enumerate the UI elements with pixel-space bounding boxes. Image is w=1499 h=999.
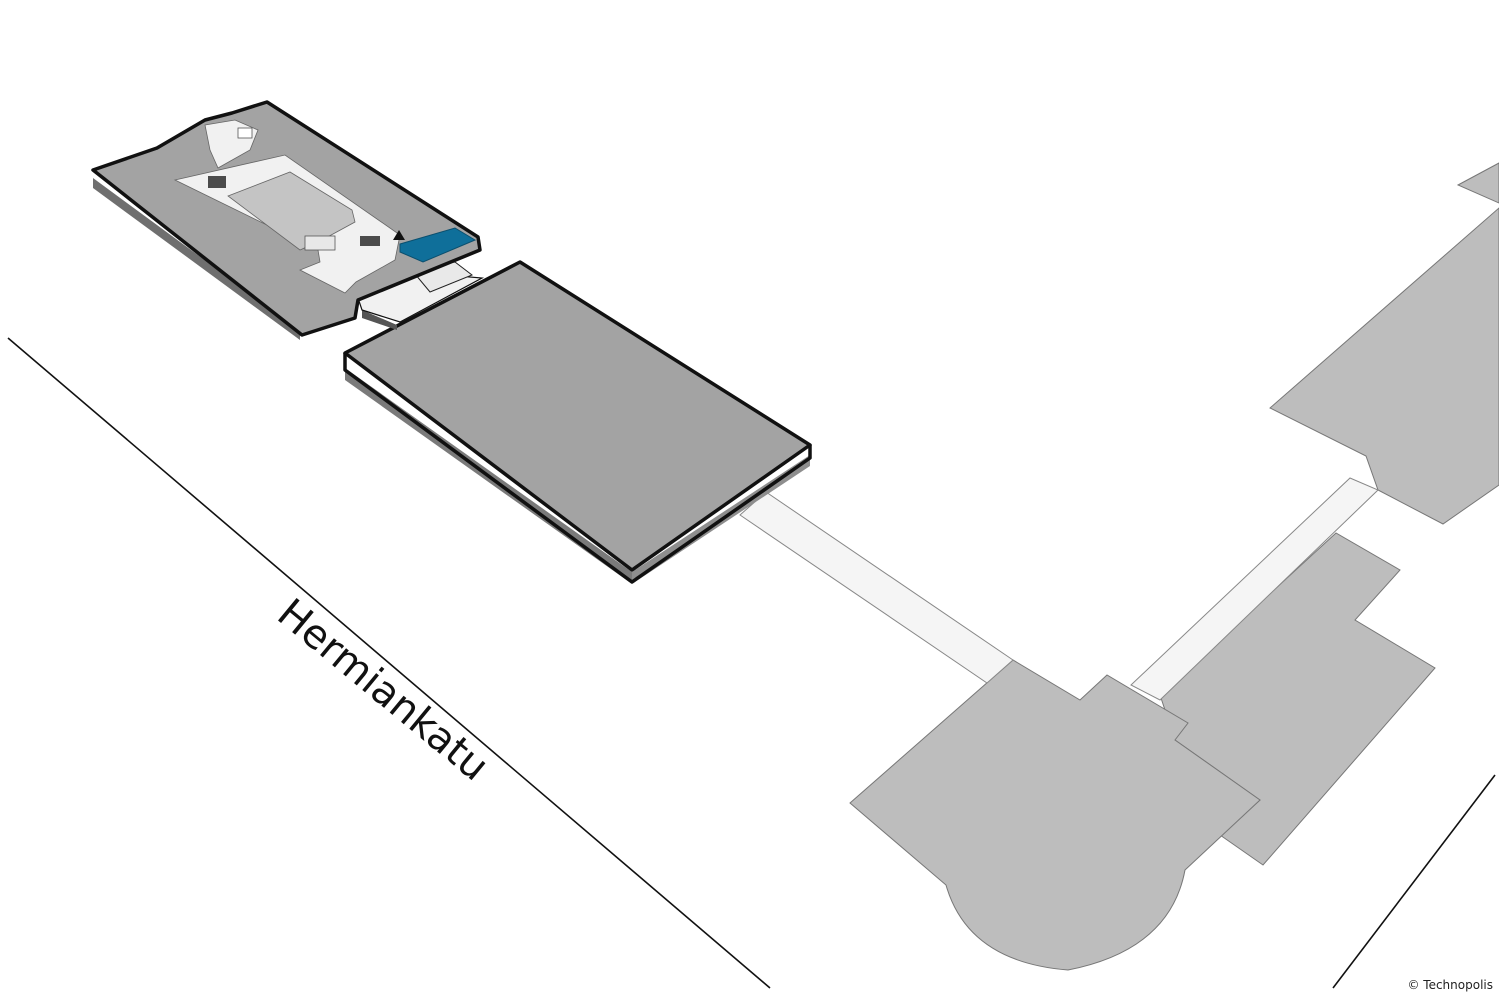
neighbor-building-rotunda xyxy=(849,659,1261,971)
corridor-east xyxy=(1130,477,1379,701)
street-line-east xyxy=(1332,774,1496,989)
building-rear-block xyxy=(91,100,482,340)
copyright-text: © Technopolis xyxy=(1407,978,1493,992)
central-hall xyxy=(227,171,356,251)
street-label-hermiankatu: Hermiankatu xyxy=(269,590,498,790)
neighbor-buildings xyxy=(849,162,1499,971)
building-front-outline xyxy=(343,353,812,584)
triangle-marker-icon[interactable] xyxy=(393,230,405,240)
room-small-4 xyxy=(237,127,253,139)
room-small-1 xyxy=(208,176,226,188)
building-front-block xyxy=(343,260,812,584)
neighbor-building-right-top xyxy=(1456,162,1499,204)
corridor-south xyxy=(739,491,1014,684)
connector-side xyxy=(362,310,397,330)
room-small-3 xyxy=(304,235,336,251)
room-small-2 xyxy=(360,236,380,246)
street-line-hermiankatu xyxy=(7,337,771,989)
neighbor-building-right-large xyxy=(1269,207,1499,525)
building-rear-side xyxy=(93,178,300,340)
highlighted-space[interactable] xyxy=(399,227,477,263)
